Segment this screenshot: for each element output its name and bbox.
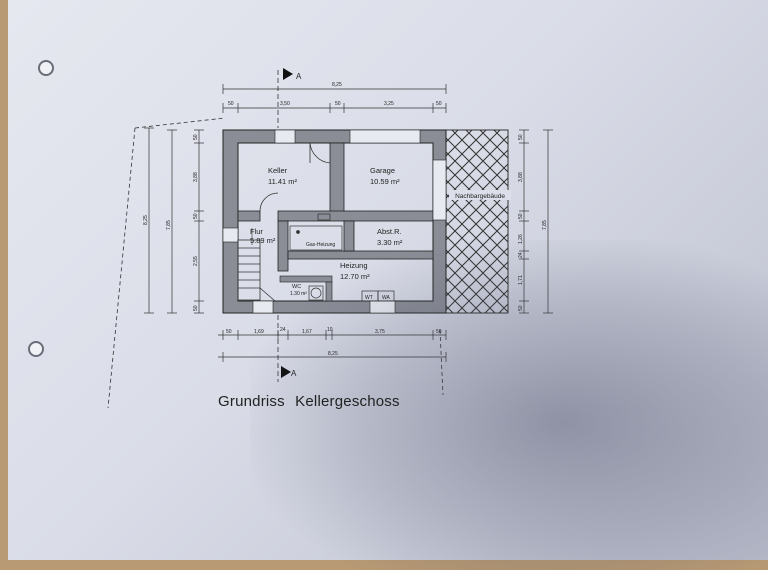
dim-bottom-seg-5: 10 <box>327 327 333 333</box>
dim-left-seg-5: 50 <box>193 305 199 311</box>
walls <box>222 129 447 314</box>
dim-left-outer: 8,25 <box>143 215 149 225</box>
sink-icon <box>317 213 331 221</box>
neighbour-building: Nachbargebäude <box>445 129 511 314</box>
dim-left-seg-2: 3,88 <box>193 172 199 182</box>
dim-top-seg-2: 3,50 <box>280 101 290 107</box>
room-heizung-name: Heizung <box>340 261 368 270</box>
dim-bottom-seg-6: 3,75 <box>375 329 385 335</box>
room-keller-area: 11.41 m² <box>268 177 298 186</box>
dim-right-outer: 7,85 <box>542 220 548 230</box>
room-abstr-area: 3.30 m² <box>377 238 403 247</box>
dim-right-seg-7: 50 <box>518 305 524 311</box>
punch-hole-top <box>38 60 54 76</box>
dim-right-seg-3: 50 <box>518 213 524 219</box>
fixtures <box>289 213 395 302</box>
drawing-caption: Grundriss Kellergeschoss <box>218 393 400 410</box>
dim-bottom-seg-7: 50 <box>436 329 442 335</box>
staircase <box>237 228 276 302</box>
gas-heater-unit <box>289 225 343 251</box>
paper-sheet <box>8 0 768 560</box>
dimensions-right: 50 3,88 50 1,26 24 1,71 50 7,85 <box>518 129 553 314</box>
room-keller-name: Keller <box>268 166 288 175</box>
room-flur-name: Flur <box>250 227 263 236</box>
dim-right-seg-6: 1,71 <box>518 275 524 285</box>
dim-top-total: 8,25 <box>332 82 342 88</box>
dim-top-seg-4: 3,25 <box>384 101 394 107</box>
room-garage-name: Garage <box>370 166 395 175</box>
dim-right-seg-5: 24 <box>518 252 524 258</box>
punch-hole-bottom <box>28 341 44 357</box>
wa-label: WA <box>382 295 391 301</box>
room-heizung-area: 12.70 m² <box>340 272 370 281</box>
dim-left-seg-1: 50 <box>193 134 199 140</box>
neighbour-building-label: Nachbargebäude <box>455 193 505 200</box>
dim-left-middle: 7,85 <box>166 220 172 230</box>
dim-top-seg-1: 50 <box>228 101 234 107</box>
dim-bottom-seg-2: 1,69 <box>254 329 264 335</box>
dim-bottom-seg-3: 24 <box>280 327 286 333</box>
toilet-icon <box>310 287 322 299</box>
dimensions-left: 8,25 7,85 50 3,88 50 2,55 50 <box>143 127 204 314</box>
room-labels: Keller 11.41 m² Garage 10.59 m² Flur 5.8… <box>250 166 403 301</box>
dim-right-seg-1: 50 <box>518 134 524 140</box>
dimensions-bottom: 50 1,69 24 1,67 10 3,75 50 8,25 <box>218 327 447 362</box>
property-boundary <box>107 117 444 409</box>
dim-right-seg-4: 1,26 <box>518 234 524 244</box>
dim-left-seg-3: 50 <box>193 213 199 219</box>
dim-bottom-seg-4: 1,67 <box>302 329 312 335</box>
room-garage-area: 10.59 m² <box>370 177 400 186</box>
dim-right-seg-2: 3,88 <box>518 172 524 182</box>
room-abstr-name: Abst.R. <box>377 227 402 236</box>
dim-bottom-seg-1: 50 <box>226 329 232 335</box>
room-wc-name: WC <box>292 284 301 290</box>
section-marker-bottom-label: A <box>291 369 297 378</box>
wt-label: WT <box>365 295 373 301</box>
dim-top-seg-5: 50 <box>436 101 442 107</box>
gas-heater-label: Gas-Heizung <box>306 242 335 248</box>
room-flur-area: 5.89 m² <box>250 236 276 245</box>
section-marker-top-label: A <box>296 72 302 81</box>
section-marker-top: A <box>277 68 302 128</box>
room-wc-area: 1.30 m² <box>290 291 307 297</box>
washing-machine-icon <box>377 290 395 302</box>
dim-left-seg-4: 2,55 <box>193 256 199 266</box>
section-marker-bottom: A <box>277 315 297 382</box>
dim-top-seg-3: 50 <box>335 101 341 107</box>
door-swings <box>259 142 331 212</box>
dim-bottom-total: 8,25 <box>328 351 338 357</box>
dimensions-top: 8,25 50 3,50 50 3,25 50 <box>222 82 447 113</box>
